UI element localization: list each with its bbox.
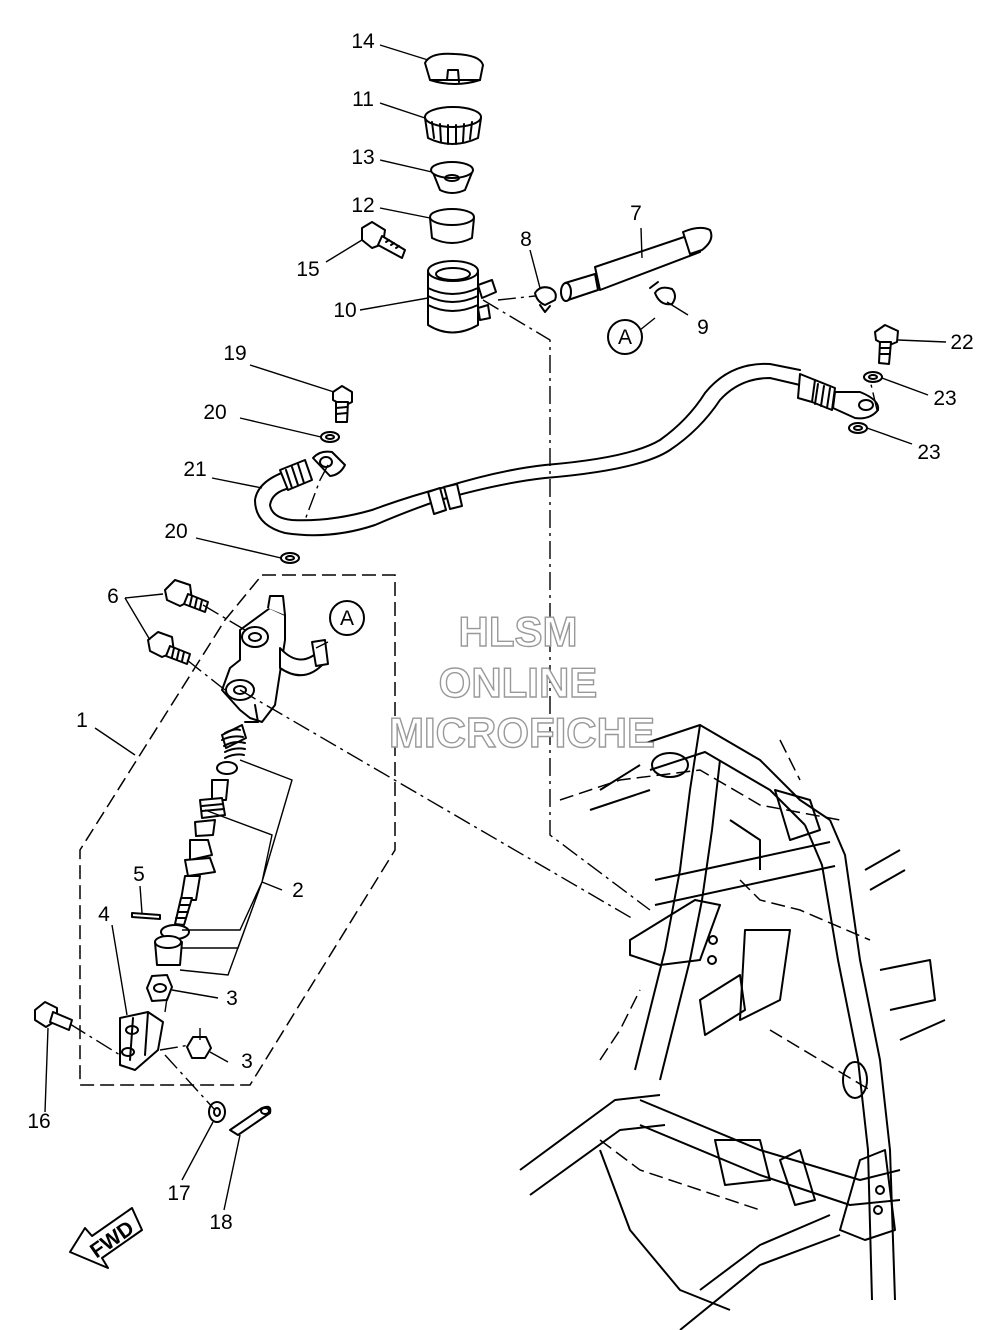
- callout-3-upper: 3: [226, 987, 238, 1010]
- union-bolt-22: [874, 324, 899, 365]
- washer-20-lower: [280, 552, 300, 564]
- watermark-line2: ONLINE: [439, 659, 598, 706]
- callout-20-upper: 20: [203, 401, 226, 424]
- callout-11: 11: [352, 88, 374, 111]
- washer-23-lower: [848, 422, 868, 434]
- fwd-direction-icon: FWD: [69, 1207, 143, 1269]
- callout-2: 2: [292, 879, 304, 902]
- hose-clamp-9: [649, 281, 676, 306]
- vehicle-frame: [519, 724, 946, 1330]
- callout-17: 17: [167, 1182, 190, 1205]
- callout-23-lower: 23: [917, 441, 940, 464]
- callout-9: 9: [697, 316, 709, 339]
- bolt-15: [361, 221, 406, 259]
- cotter-pin-18: [229, 1105, 272, 1136]
- callout-23-upper: 23: [933, 387, 956, 410]
- svg-text:A: A: [618, 326, 632, 349]
- callout-7: 7: [630, 202, 642, 225]
- callout-15: 15: [296, 258, 319, 281]
- watermark-line1: HLSM: [459, 608, 578, 655]
- master-cylinder-assembly-boundary: [79, 574, 396, 1086]
- clevis-4: [119, 1011, 164, 1071]
- reservoir-tank-10: [427, 260, 497, 334]
- leader-lines: [44, 44, 947, 1211]
- boot-seal: [154, 924, 190, 966]
- callout-22: 22: [950, 331, 973, 354]
- ref-marker-a-upper: A: [607, 319, 643, 355]
- bolt-16: [34, 1001, 73, 1031]
- reservoir-cover-14: [424, 52, 484, 85]
- watermark: HLSM ONLINE MICROFICHE: [388, 607, 655, 756]
- washer-20-upper: [320, 431, 340, 443]
- diaphragm-12: [429, 208, 475, 244]
- reservoir-hose-7: [560, 226, 713, 302]
- callout-18: 18: [209, 1211, 232, 1234]
- hose-clamp-8: [534, 286, 557, 313]
- reservoir-cap-11: [424, 106, 482, 145]
- nut-3-upper: [146, 974, 173, 1002]
- callout-3-lower: 3: [241, 1050, 253, 1073]
- svg-text:A: A: [340, 607, 354, 630]
- callout-5: 5: [133, 863, 145, 886]
- callout-19: 19: [223, 342, 246, 365]
- callout-6: 6: [107, 585, 119, 608]
- union-bolt-19: [332, 385, 353, 423]
- callout-14: 14: [351, 30, 375, 53]
- callout-labels: 14 11 13 12 15 10 8 7 9 19 20 21 20 22 2…: [27, 30, 973, 1234]
- callout-1: 1: [76, 709, 88, 732]
- callout-4: 4: [98, 903, 110, 926]
- diaphragm-plate-13: [430, 161, 474, 194]
- brake-hose-21: [254, 362, 880, 537]
- bolt-6-upper: [164, 579, 209, 613]
- washer-23-upper: [863, 371, 883, 383]
- watermark-line3: MICROFICHE: [389, 709, 655, 756]
- callout-8: 8: [520, 228, 532, 251]
- nut-3-lower: [186, 1036, 212, 1059]
- callout-21: 21: [183, 458, 206, 481]
- center-lines: [69, 295, 878, 1111]
- callout-20-lower: 20: [164, 520, 187, 543]
- piston-kit-2: [174, 724, 247, 926]
- master-cylinder-body: [221, 595, 329, 723]
- callout-12: 12: [351, 194, 374, 217]
- cotter-pin-5: [131, 912, 161, 920]
- bolt-6-lower: [147, 631, 191, 665]
- callout-10: 10: [333, 299, 356, 322]
- ref-marker-a-lower: A: [329, 600, 365, 636]
- callout-16: 16: [27, 1110, 50, 1133]
- callout-13: 13: [351, 146, 374, 169]
